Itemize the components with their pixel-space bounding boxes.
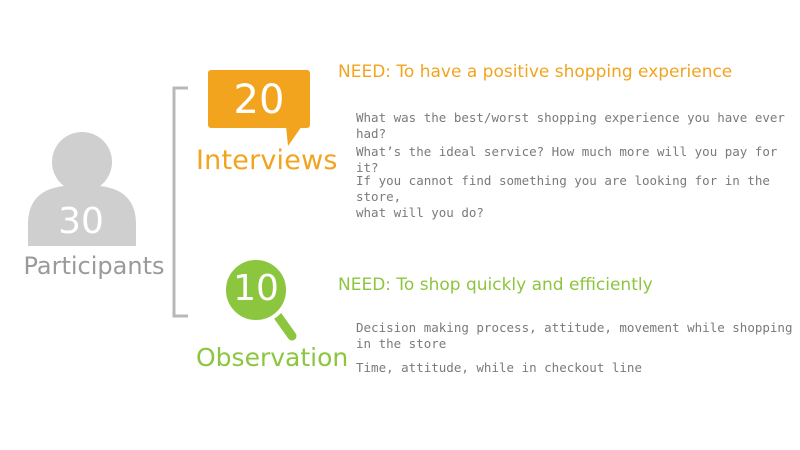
interview-question: If you cannot find something you are loo…	[356, 173, 770, 220]
interviews-label: Interviews	[196, 145, 338, 176]
observation-count: 10	[233, 268, 279, 309]
interview-question: What’s the ideal service? How much more …	[356, 144, 778, 175]
observation-item: Decision making process, attitude, movem…	[356, 320, 793, 351]
observation-item: Time, attitude, while in checkout line	[356, 360, 642, 375]
observation-need-heading: NEED: To shop quickly and efficiently	[338, 275, 653, 295]
interview-question: What was the best/worst shopping experie…	[356, 110, 785, 141]
participants-label: Participants	[23, 252, 165, 280]
person-icon	[28, 132, 136, 246]
magnifying-glass-icon	[222, 256, 297, 341]
participant-count: 30	[58, 201, 104, 242]
interviews-count: 20	[233, 77, 285, 123]
interviews-need-heading: NEED: To have a positive shopping experi…	[338, 62, 733, 82]
speech-bubble-icon	[208, 70, 310, 146]
observation-label: Observation	[196, 343, 349, 372]
bracket-divider	[172, 86, 188, 318]
